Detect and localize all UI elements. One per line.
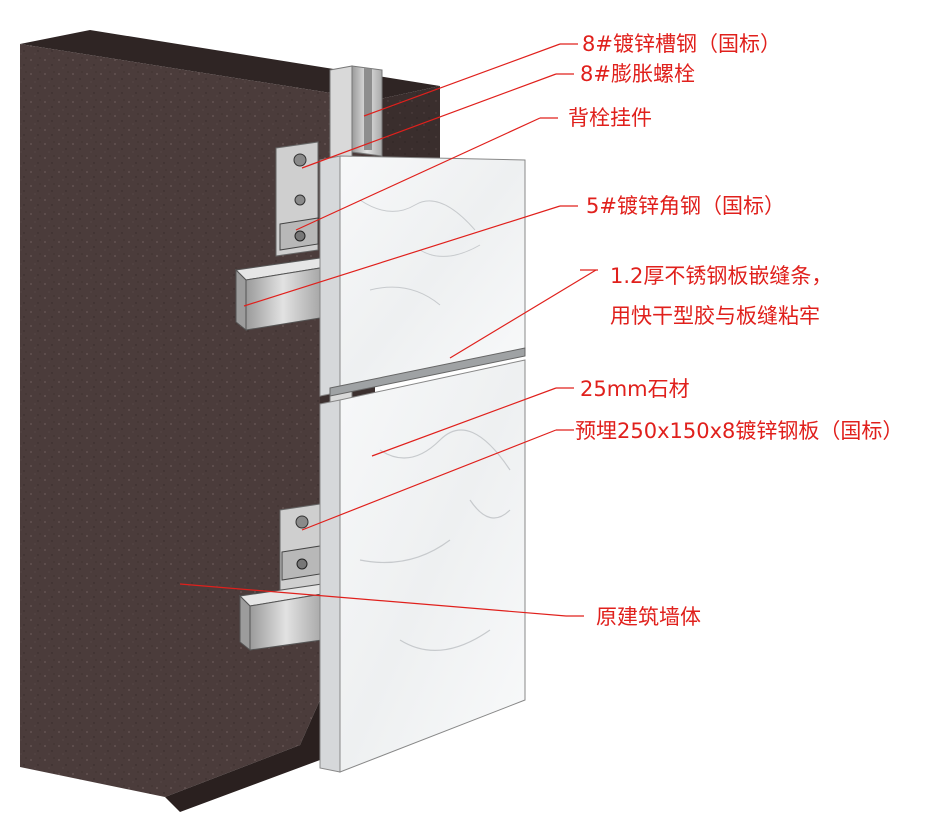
- bolt-lower-1: [295, 515, 309, 529]
- label-stone: 25mm石材: [580, 377, 690, 401]
- lower-stone-face: [339, 359, 526, 773]
- upper-bracket-assembly: [234, 141, 321, 332]
- label-channel-steel: 8#镀锌槽钢（国标）: [582, 32, 781, 56]
- bolt-upper-2: [294, 194, 306, 206]
- wall-bottom-shadow: [165, 700, 320, 812]
- bolt-upper-1: [293, 153, 307, 167]
- label-angle-steel: 5#镀锌角钢（国标）: [586, 194, 785, 218]
- label-joint-strip-line1: 1.2厚不锈钢板嵌缝条，: [610, 264, 832, 288]
- label-wall: 原建筑墙体: [596, 605, 701, 629]
- label-embedded-plate: 预埋250x150x8镀锌钢板（国标）: [575, 419, 903, 443]
- label-expansion-bolt: 8#膨胀螺栓: [580, 62, 695, 86]
- stone-panels: [319, 155, 526, 773]
- annotation-labels: 8#镀锌槽钢（国标） 8#膨胀螺栓 背栓挂件 5#镀锌角钢（国标） 1.2厚不锈…: [568, 32, 903, 629]
- angle-steel-lower-face: [239, 594, 251, 652]
- leader-lines: [179, 43, 598, 617]
- angle-steel-upper-face: [235, 268, 247, 332]
- lower-bracket-assembly: [238, 503, 323, 652]
- label-joint-strip-line2: 用快干型胶与板缝粘牢: [610, 304, 820, 328]
- wall-side-face: [375, 86, 440, 180]
- joint-strip: [329, 347, 526, 397]
- lower-stone-edge: [319, 399, 341, 773]
- label-back-anchor: 背栓挂件: [568, 106, 652, 130]
